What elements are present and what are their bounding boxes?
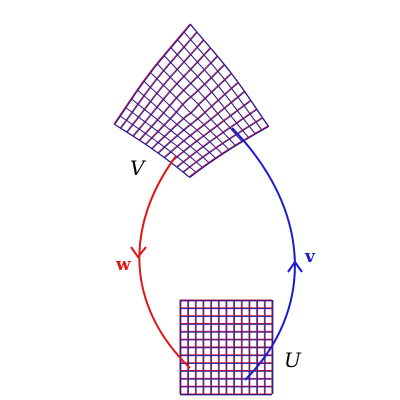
domain-label-V: V xyxy=(130,156,147,180)
map-label-v: v xyxy=(304,247,316,267)
warped-grid-line xyxy=(189,126,269,178)
map-label-w: w xyxy=(115,255,131,275)
map-v-arc xyxy=(231,127,296,381)
map-w-arrowhead-icon xyxy=(130,246,147,259)
warped-grid-line xyxy=(182,117,263,173)
square-grid-U xyxy=(179,299,274,396)
codomain-label-U: U xyxy=(284,348,302,372)
warped-grid-line xyxy=(176,109,258,168)
warped-grid-line xyxy=(120,115,197,173)
map-w-arc xyxy=(138,155,191,369)
warped-grid-line xyxy=(113,123,190,178)
warped-grid-line xyxy=(114,124,191,178)
warped-grid-line xyxy=(183,117,264,173)
warped-grid-line xyxy=(176,108,257,168)
warped-grid-V xyxy=(113,23,270,178)
warped-grid-line xyxy=(188,125,269,178)
map-v-arrowhead-icon xyxy=(287,260,303,273)
